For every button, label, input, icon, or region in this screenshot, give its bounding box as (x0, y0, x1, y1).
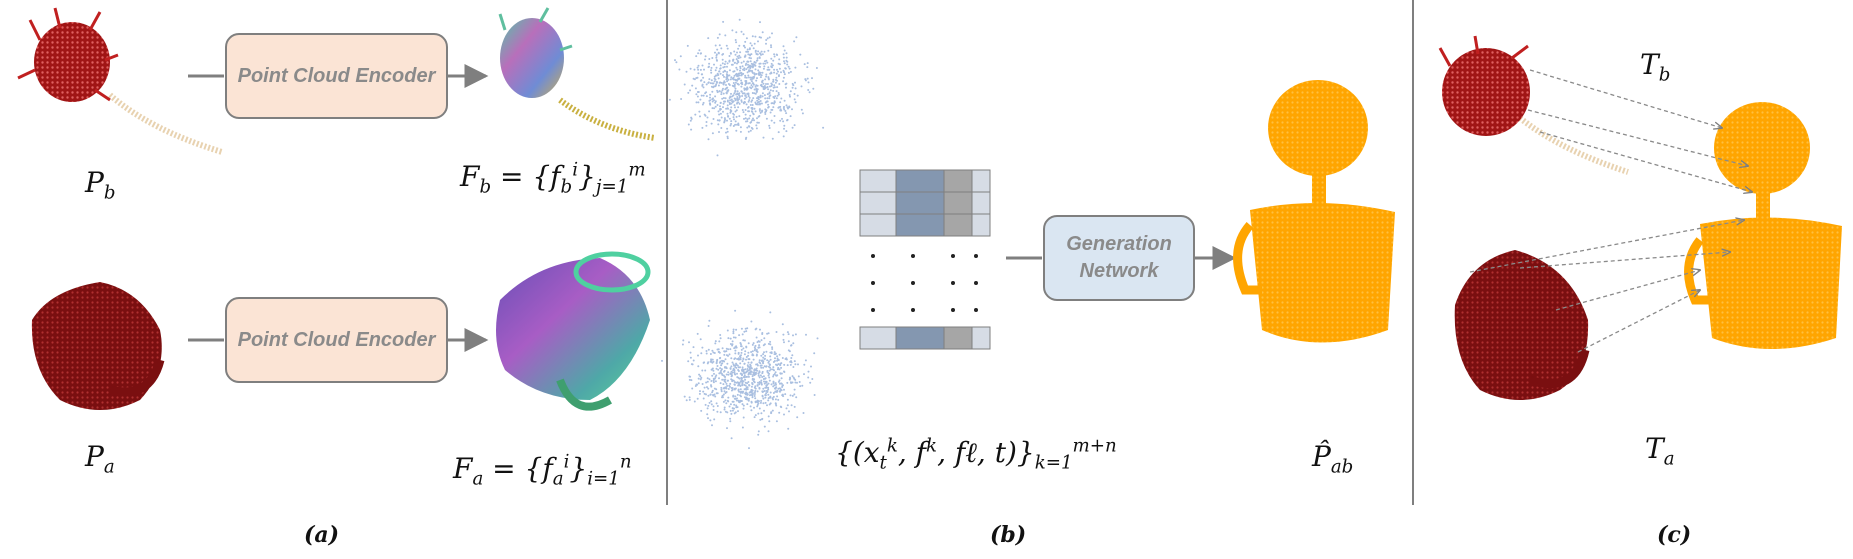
noise-point-cloud (668, 18, 825, 157)
mug-feature-cloud-fa (496, 251, 651, 411)
noise-point-cloud (661, 309, 819, 450)
label-tb: Tb (1640, 48, 1671, 86)
point-cloud-encoder-box: Point Cloud Encoder (225, 297, 448, 383)
label-ta: Ta (1645, 432, 1675, 470)
flower-point-cloud-pb (1438, 35, 1629, 175)
label-pab: P̂ab (1312, 440, 1354, 478)
token-row (859, 326, 991, 350)
flower-point-cloud-pb (17, 7, 223, 155)
panel-label-a: (a) (304, 522, 340, 548)
token-matrix (859, 169, 991, 350)
token-row (859, 169, 991, 193)
generated-point-cloud-pab (1233, 80, 1395, 343)
label-fb: Fb = {fbi}j=1m (460, 160, 646, 198)
generated-point-cloud-pab (1684, 102, 1842, 349)
token-row (859, 213, 991, 237)
panel-label-c: (c) (1657, 522, 1692, 548)
label-pb: Pb (85, 166, 116, 204)
token-row (859, 191, 991, 215)
panel-label-b: (b) (990, 522, 1027, 548)
mug-point-cloud-pa (1454, 250, 1590, 400)
correspondence-arrows (1469, 69, 1752, 353)
label-fa: Fa = {fai}i=1n (453, 452, 632, 490)
mug-point-cloud-pa (31, 282, 165, 410)
flower-feature-cloud-fb (498, 7, 656, 141)
generation-network-box: Generation Network (1043, 215, 1195, 301)
point-cloud-encoder-box: Point Cloud Encoder (225, 33, 448, 119)
ellipsis-dots (871, 254, 978, 312)
label-pa: Pa (85, 440, 115, 478)
label-sequence: {(xtk, fk, fℓ, t)}k=1m+n (835, 436, 1117, 474)
